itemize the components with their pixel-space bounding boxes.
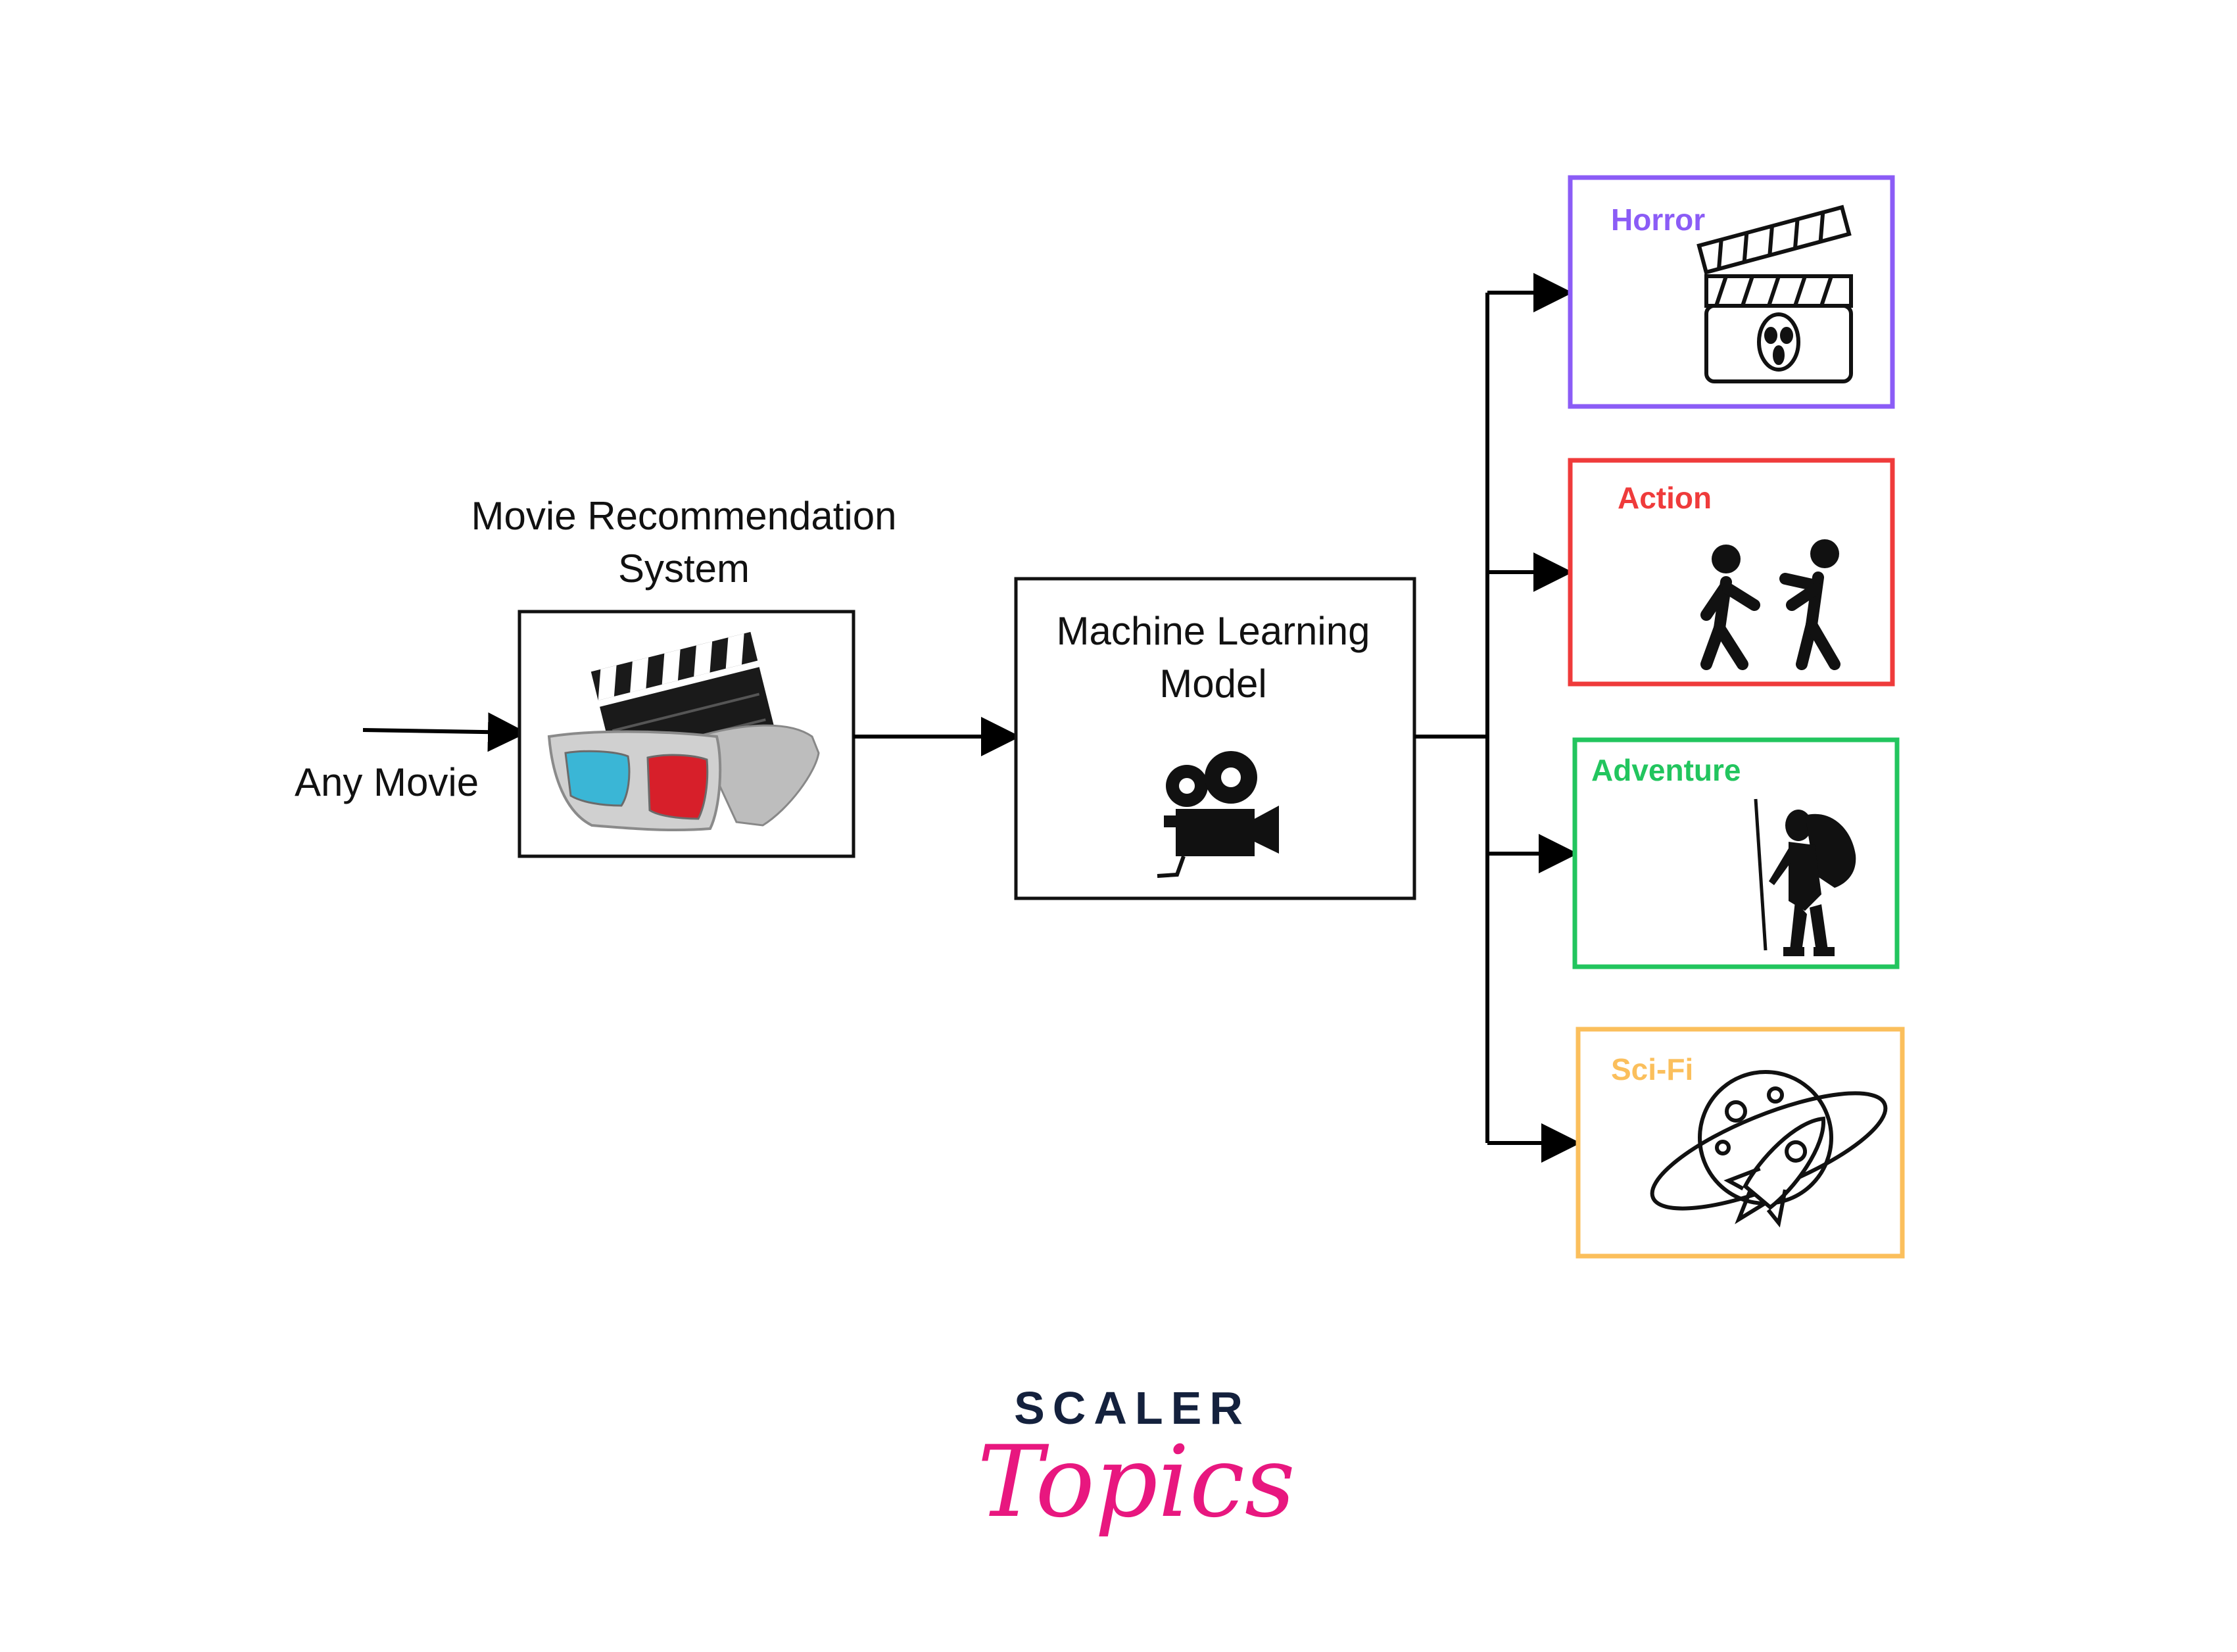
logo-line2: Topics <box>977 1425 1295 1540</box>
input-arrow <box>362 712 527 752</box>
system-title-line1: Movie Recommendation <box>471 494 897 538</box>
planet-rocket-icon <box>1650 1070 1888 1228</box>
branch-connector <box>1414 293 1489 1143</box>
model-title-line2: Model <box>1159 662 1266 706</box>
3d-glasses-clapperboard-icon <box>547 631 820 832</box>
horror-label: Horror <box>1611 203 1705 237</box>
movie-camera-icon <box>1157 751 1279 878</box>
model-title-line1: Machine Learning <box>1057 609 1370 653</box>
hiker-icon <box>1754 798 1856 956</box>
action-label: Action <box>1618 481 1712 515</box>
adventure-label: Adventure <box>1591 753 1741 787</box>
horror-clapperboard-icon <box>1696 205 1853 383</box>
system-title-line2: System <box>618 547 750 591</box>
input-label: Any Movie <box>295 760 479 804</box>
logo-line1: SCALER <box>1014 1382 1251 1434</box>
horror-box <box>1568 175 1895 409</box>
scifi-label: Sci-Fi <box>1611 1052 1693 1086</box>
scaler-topics-logo: SCALER Topics <box>977 1382 1295 1540</box>
fighting-people-icon <box>1700 539 1840 670</box>
